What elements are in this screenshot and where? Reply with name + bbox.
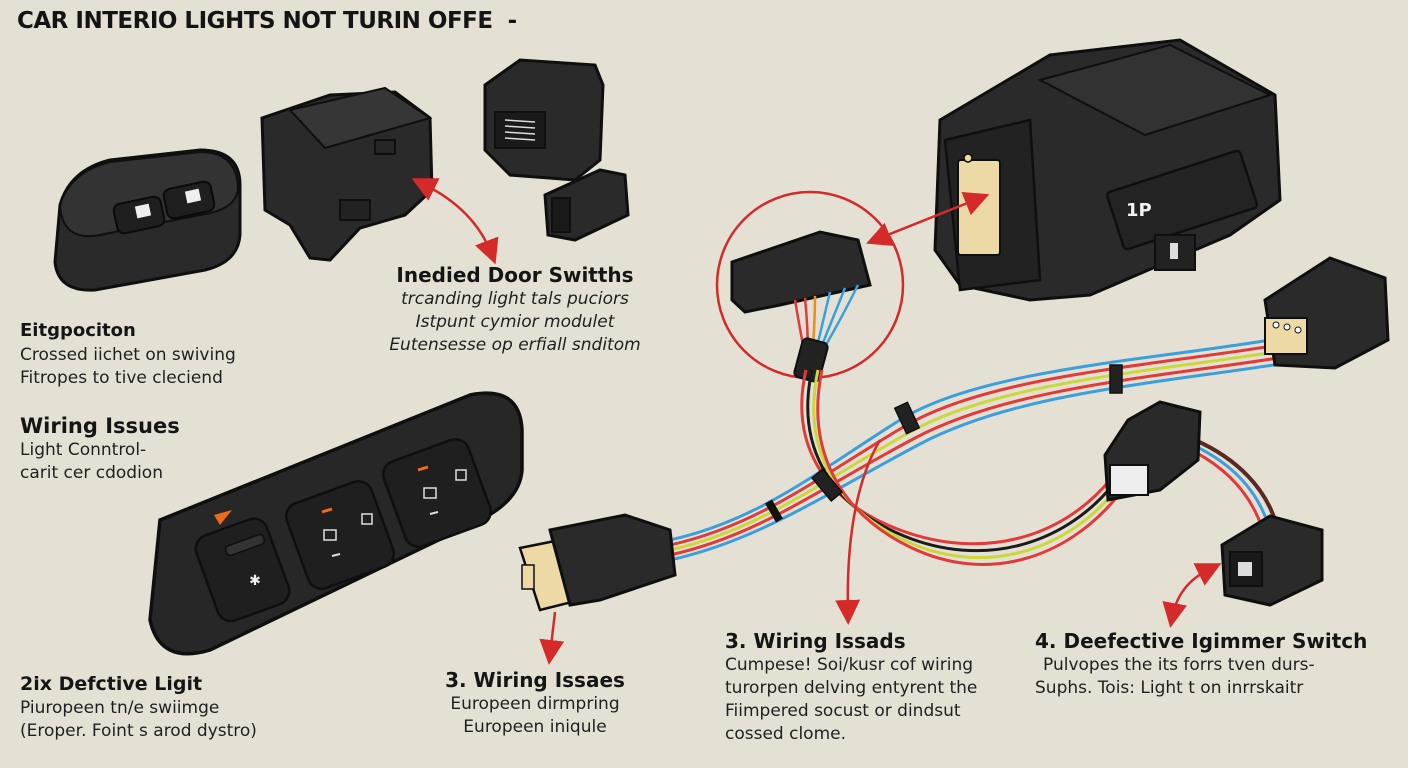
label-heading: Wiring Issues	[20, 414, 180, 438]
pointer-arrow-dimmer	[1162, 563, 1222, 628]
svg-text:✱: ✱	[249, 573, 261, 589]
label-line: trcanding light tals puciors	[401, 289, 629, 309]
pointer-arrow-door-switch	[411, 178, 499, 265]
label-line: Istpunt cymior modulet	[415, 312, 615, 332]
label-heading: 3. Wiring Issaes	[445, 668, 625, 692]
label-wiring-issues-left: Wiring Issues Light Conntrol- carit cer …	[20, 413, 180, 485]
label-heading: 4. Deefective Igimmer Switch	[1035, 629, 1368, 653]
label-line: carit cer cdodion	[20, 463, 163, 483]
light-switch: ✱	[194, 510, 291, 623]
label-line: Fitropes to tive cleciend	[20, 368, 223, 388]
label-line: Light Conntrol-	[20, 440, 147, 460]
dimmer-rocker-2	[382, 438, 492, 548]
door-switch-module	[260, 86, 434, 262]
pointer-arrow-wiring-left	[539, 611, 565, 665]
right-connector-top	[1263, 256, 1390, 370]
interior-light-control-module	[933, 38, 1282, 302]
label-line: Fiimpered socust or dindsut	[725, 701, 961, 721]
dimmer-rocker-1	[285, 480, 395, 590]
right-connector-bottom	[1220, 514, 1324, 607]
label-fitgpociton: Eitgpociton Crossed iichet on swiving Fi…	[20, 318, 236, 390]
label-heading: 3. Wiring Issads	[725, 629, 906, 653]
label-line: (Eroper. Foint s arod dystro)	[20, 721, 257, 741]
label-line: Cumpese! Soi/kusr cof wiring	[725, 655, 974, 675]
label-heading: Inedied Door Switths	[396, 263, 634, 287]
module-badge: 1P	[1126, 200, 1152, 221]
small-plug-connector	[543, 168, 630, 242]
label-line: cossed clome.	[725, 724, 847, 744]
page-title: CAR INTERIO LIGHTS NOT TURIN OFFE -	[17, 8, 517, 34]
label-line: Eutensesse op erfiall snditom	[389, 335, 641, 355]
label-line: Europeen iniqule	[463, 717, 607, 737]
label-heading: 2ix Defctive Ligit	[20, 673, 203, 695]
switch-button-right	[162, 180, 216, 220]
two-button-door-switch	[53, 148, 242, 292]
label-heading: Eitgpociton	[20, 320, 136, 341]
beige-plug	[518, 513, 677, 612]
wiring-harness	[669, 338, 1281, 566]
label-dimmer-switch: 4. Deefective Igimmer Switch Pulvopes th…	[1035, 628, 1367, 700]
label-line: turorpen delving entyrent the	[725, 678, 978, 698]
label-line: Piuropeen tn/e swiimge	[20, 698, 220, 718]
label-line: Suphs. Tois: Light t on inrrskaitr	[1035, 678, 1304, 698]
label-line-text: Europeen dirmpring	[450, 694, 620, 714]
label-door-switches: Inedied Door Switths trcanding light tal…	[375, 262, 655, 357]
switch-panel: ✱	[148, 391, 524, 656]
pointer-arrow-wiring-mid	[835, 439, 882, 625]
label-wiring-issads-3: 3. Wiring Issads Cumpese! Soi/kusr cof w…	[725, 628, 977, 746]
label-line: Pulvopes the its forrs tven durs-	[1043, 655, 1315, 675]
harness-connector	[730, 230, 872, 383]
label-wiring-issues-3: 3. Wiring Issaes Europeen dirmpring Euro…	[425, 667, 645, 739]
label-line: Europeen dirmpring	[425, 693, 645, 716]
label-defective-light: 2ix Defctive Ligit Piuropeen tn/e swiimg…	[20, 671, 257, 743]
switch-button-left	[112, 195, 166, 235]
square-connector	[483, 58, 605, 182]
label-line: Crossed iichet on swiving	[20, 345, 236, 365]
right-connector-middle	[1103, 400, 1202, 502]
pointer-arrow-module	[866, 191, 990, 246]
